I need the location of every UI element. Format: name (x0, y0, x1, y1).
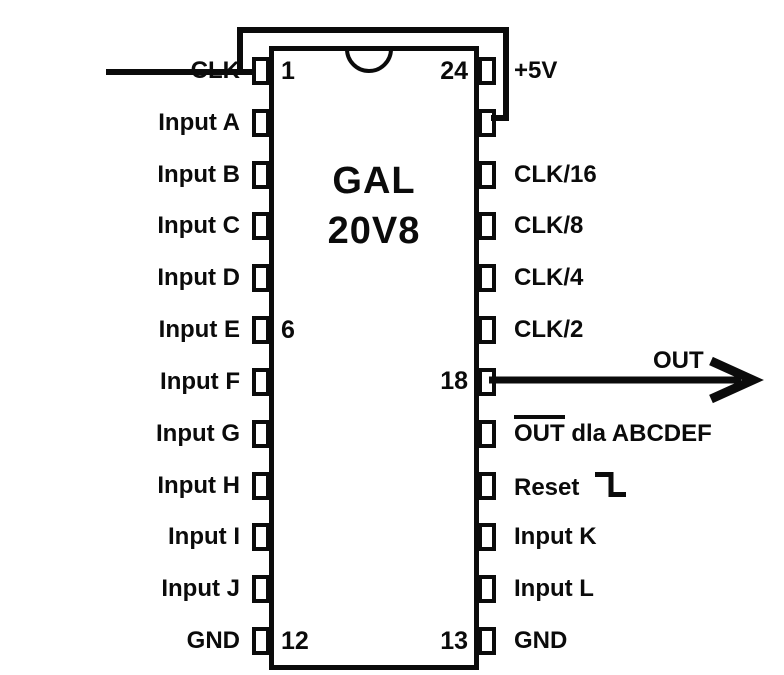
pin-box-6 (252, 316, 270, 344)
pin-box-12 (252, 627, 270, 655)
label-out-dla-abcdef: OUT dla ABCDEF (514, 415, 712, 449)
label-input-h: Input H (157, 472, 240, 499)
label-reset: Reset (514, 471, 628, 501)
out-arrowhead-icon (709, 356, 764, 404)
pin-box-16 (478, 472, 496, 500)
pin-number-24: 24 (440, 57, 468, 85)
label-reset-text: Reset (514, 474, 580, 501)
falling-edge-icon (595, 472, 627, 497)
label-input-g: Input G (156, 420, 240, 447)
pin-number-13: 13 (440, 627, 468, 655)
pin-box-20 (478, 264, 496, 292)
pin-box-9 (252, 472, 270, 500)
label-clk2: CLK/2 (514, 316, 584, 343)
pin-box-7 (252, 368, 270, 396)
label-input-b: Input B (157, 161, 240, 188)
pin-box-14 (478, 575, 496, 603)
chip-name-line2: 20V8 (327, 210, 421, 252)
label-clk: CLK (190, 57, 240, 84)
chip-body (269, 46, 479, 670)
label-clk16: CLK/16 (514, 161, 597, 188)
label-input-f: Input F (160, 368, 240, 395)
label-out-net: OUT (653, 347, 704, 374)
pin-box-8 (252, 420, 270, 448)
pin-box-17 (478, 420, 496, 448)
pin-box-22 (478, 161, 496, 189)
pin-box-4 (252, 212, 270, 240)
label-input-a: Input A (158, 109, 240, 136)
label-input-e: Input E (158, 316, 240, 343)
label-dla-abcdef: dla ABCDEF (564, 420, 712, 447)
label-input-c: Input C (157, 212, 240, 239)
label-out-overline: OUT (514, 415, 565, 447)
pin-box-15 (478, 523, 496, 551)
label-input-d: Input D (157, 264, 240, 291)
pin-box-13 (478, 627, 496, 655)
pin-box-11 (252, 575, 270, 603)
pin-number-12: 12 (281, 627, 309, 655)
label-input-j: Input J (161, 575, 240, 602)
pin-number-6: 6 (281, 316, 295, 344)
label-input-i: Input I (168, 523, 240, 550)
label-input-l: Input L (514, 575, 594, 602)
label-gnd-right: GND (514, 627, 568, 654)
pin-box-18 (478, 368, 496, 396)
label-clk4: CLK/4 (514, 264, 584, 291)
label-plus5v: +5V (514, 57, 558, 84)
label-gnd-left: GND (186, 627, 240, 654)
pin-number-1: 1 (281, 57, 295, 85)
pin-box-2 (252, 109, 270, 137)
pin-box-21 (478, 212, 496, 240)
pin-box-1 (252, 57, 270, 85)
pin-box-3 (252, 161, 270, 189)
pin-box-24 (478, 57, 496, 85)
pin-box-19 (478, 316, 496, 344)
pin-box-23 (478, 109, 496, 137)
label-input-k: Input K (514, 523, 597, 550)
pin-box-5 (252, 264, 270, 292)
pin-number-18: 18 (440, 367, 468, 395)
chip-name-line1: GAL (332, 160, 416, 202)
label-clk8: CLK/8 (514, 212, 584, 239)
pin-box-10 (252, 523, 270, 551)
